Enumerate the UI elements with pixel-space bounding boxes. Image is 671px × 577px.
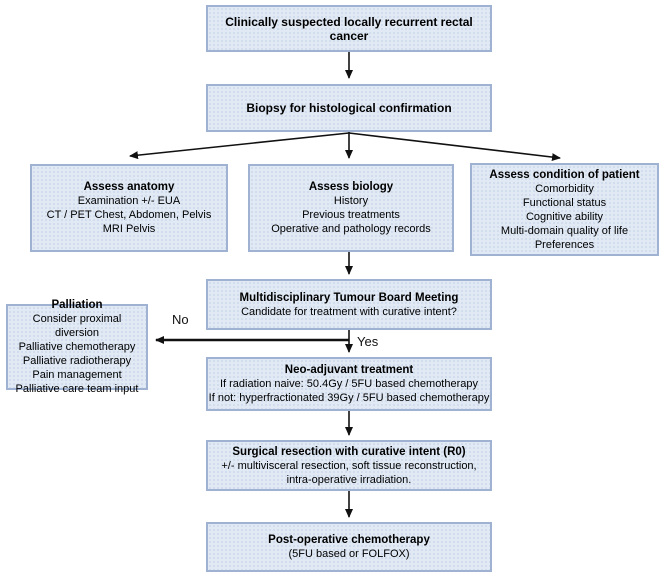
node-title: Clinically suspected locally recurrent r… (225, 14, 473, 43)
node-line: (5FU based or FOLFOX) (288, 548, 410, 560)
edge-label-no: No (172, 312, 189, 327)
node-line: CT / PET Chest, Abdomen, Pelvis (46, 209, 212, 221)
node-line: Pain management (32, 369, 122, 381)
node-neoadjuvant-treatment: Neo-adjuvant treatment If radiation naiv… (206, 357, 492, 411)
node-line: Functional status (522, 196, 607, 209)
node-title: Neo-adjuvant treatment (284, 364, 414, 376)
node-title: Palliation (51, 299, 103, 311)
node-line: Examination +/- EUA (77, 195, 181, 207)
node-title: Multidisciplinary Tumour Board Meeting (239, 291, 459, 304)
node-title: Surgical resection with curative intent … (232, 445, 466, 458)
node-assess-biology: Assess biology History Previous treatmen… (248, 164, 454, 252)
node-title: Biopsy for histological confirmation (246, 101, 452, 115)
node-line: Preferences (534, 238, 595, 251)
node-assess-anatomy: Assess anatomy Examination +/- EUA CT / … (30, 164, 228, 252)
node-title: Assess anatomy (83, 181, 175, 193)
node-mdt-meeting: Multidisciplinary Tumour Board Meeting C… (206, 279, 492, 330)
node-line: If radiation naive: 50.4Gy / 5FU based c… (219, 378, 479, 390)
node-line: History (333, 195, 369, 207)
node-line: Palliative chemotherapy (18, 341, 136, 353)
node-assess-condition: Assess condition of patient Comorbidity … (470, 163, 659, 256)
node-line: Candidate for treatment with curative in… (241, 305, 457, 318)
node-surgical-resection: Surgical resection with curative intent … (206, 440, 492, 491)
node-clinically-suspected: Clinically suspected locally recurrent r… (206, 5, 492, 52)
node-postop-chemotherapy: Post-operative chemotherapy (5FU based o… (206, 522, 492, 572)
node-line: Multi-domain quality of life (500, 224, 629, 237)
node-line: Cognitive ability (525, 210, 604, 223)
node-title: Assess condition of patient (489, 168, 640, 181)
node-line: Comorbidity (535, 182, 594, 195)
node-line: MRI Pelvis (102, 223, 156, 235)
node-biopsy: Biopsy for histological confirmation (206, 84, 492, 132)
node-line: Palliative radiotherapy (22, 355, 132, 367)
node-title: Post-operative chemotherapy (268, 534, 430, 546)
edge-label-yes: Yes (357, 334, 379, 349)
arrow-biopsy-to-anatomy (129, 132, 350, 160)
arrow-biopsy-to-condition (348, 132, 561, 162)
node-line: Consider proximal diversion (32, 313, 122, 339)
node-line: +/- multivisceral resection, soft tissue… (221, 459, 477, 486)
node-line: Operative and pathology records (271, 223, 431, 235)
node-palliation: Palliation Consider proximal diversion P… (6, 299, 148, 395)
node-line: Previous treatments (302, 209, 400, 221)
node-line: If not: hyperfractionated 39Gy / 5FU bas… (208, 392, 490, 404)
node-line: Palliative care team input (15, 383, 139, 395)
node-title: Assess biology (308, 181, 394, 193)
